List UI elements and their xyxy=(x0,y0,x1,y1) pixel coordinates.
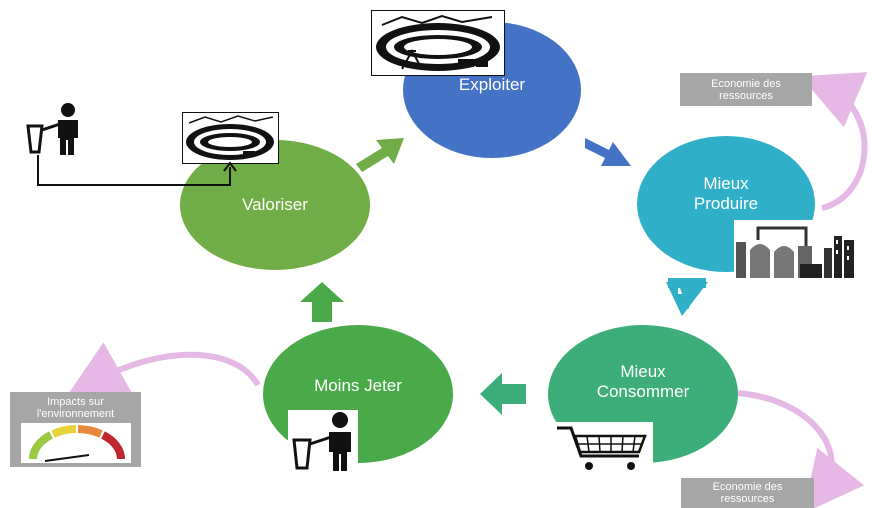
connector-trash-to-valoriser xyxy=(37,155,237,186)
arrow-jeter-to-valoriser xyxy=(300,282,344,322)
gauge-icon xyxy=(20,423,131,463)
step-mieux-produire-line2: Produire xyxy=(693,194,759,213)
step-valoriser-label: Valoriser xyxy=(242,195,308,214)
step-exploiter-label: Exploiter xyxy=(458,75,526,94)
mining-scene-image-left xyxy=(182,112,279,164)
callout-impacts-line1: Impacts sur xyxy=(47,396,104,408)
curved-arrow-top xyxy=(800,72,868,211)
arrow-exploiter-to-produire xyxy=(585,138,631,166)
step-mieux-consommer-line1: Mieux xyxy=(620,362,666,381)
callout-economie-bottom-line1: Economie des xyxy=(712,481,783,493)
trash-person-image xyxy=(288,410,358,472)
shopping-cart-image xyxy=(553,422,653,474)
shopping-cart-icon xyxy=(553,422,653,474)
callout-impacts-line2: l'environnement xyxy=(36,408,115,420)
callout-economie-bottom-line2: ressources xyxy=(720,493,775,505)
callout-economie-top-line2: ressources xyxy=(719,89,773,102)
step-mieux-produire-line1: Mieux xyxy=(703,174,749,193)
trash-person-icon xyxy=(288,410,358,472)
arrow-consommer-to-jeter xyxy=(480,373,526,415)
step-mieux-consommer-line2: Consommer xyxy=(596,382,690,401)
arrow-produire-to-consommer xyxy=(666,278,708,316)
mining-scene-icon xyxy=(183,113,278,163)
callout-impacts: Impacts sur l'environnement xyxy=(10,392,141,467)
callout-economie-top-line1: Economie des xyxy=(711,77,781,90)
callout-economie-top: Economie des ressources xyxy=(680,73,812,106)
factory-image xyxy=(734,220,859,278)
arrow-valoriser-to-exploiter xyxy=(356,138,404,172)
step-mieux-produire: Mieux Produire xyxy=(637,136,815,272)
mining-scene-image-top xyxy=(371,10,505,76)
factory-icon xyxy=(734,220,859,278)
curved-arrow-left xyxy=(65,342,261,398)
callout-economie-bottom: Economie des ressources xyxy=(681,478,814,508)
mining-scene-icon xyxy=(372,11,504,75)
curved-arrow-bottom xyxy=(737,390,865,508)
trash-person-icon-topleft xyxy=(26,103,78,155)
step-moins-jeter-label: Moins Jeter xyxy=(314,376,402,395)
